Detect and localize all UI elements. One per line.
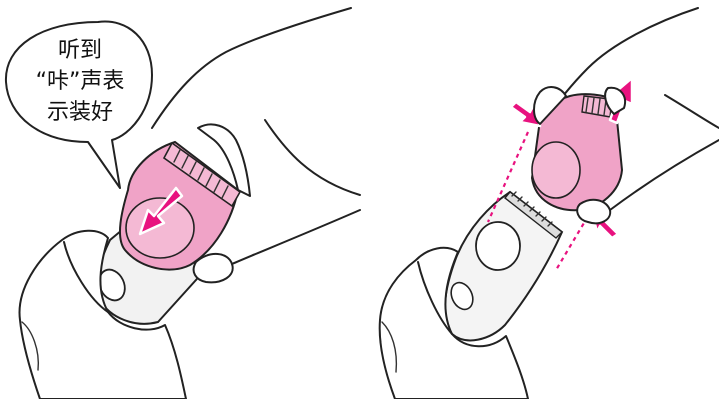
right-panel-remove-illustration [378,7,719,399]
comb-attachment-left [119,140,242,271]
left-panel-attach-illustration: 听到 “咔”声表 示装好 [4,7,361,399]
arrow-down-left-icon [138,186,184,236]
arrow-inward-icon [509,100,620,240]
callout-line-1: 听到 [58,38,102,63]
lower-hand-right [378,246,529,399]
callout-line-3: 示装好 [47,100,113,125]
upper-hand-fingers [192,123,361,284]
comb-attachment-right [530,93,624,212]
alignment-guides [486,131,601,271]
pinching-fingers [533,86,719,225]
speech-bubble: 听到 “咔”声表 示装好 [4,20,153,189]
trimmer-body-right [443,190,564,342]
callout-line-2: “咔”声表 [36,69,125,94]
lower-hand [18,229,187,399]
